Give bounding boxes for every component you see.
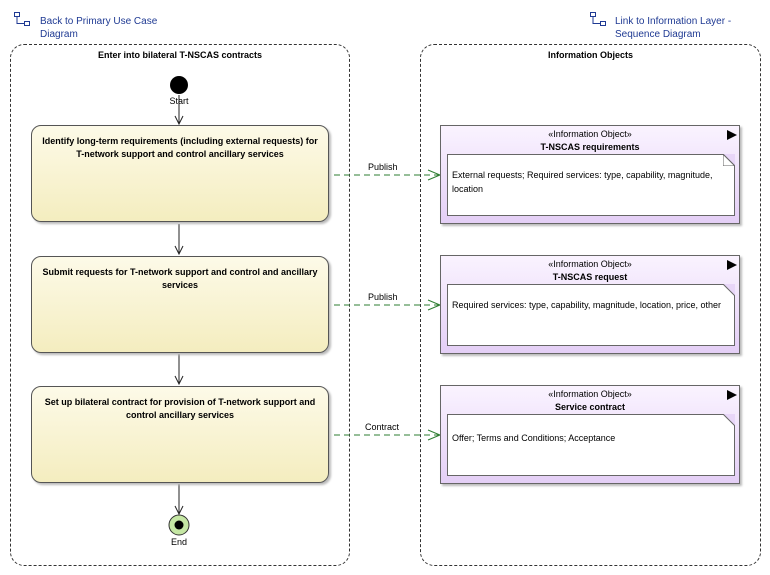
- action-set-up-contract[interactable]: Set up bilateral contract for provision …: [31, 386, 329, 483]
- action-submit-requests[interactable]: Submit requests for T-network support an…: [31, 256, 329, 353]
- start-label: Start: [169, 96, 189, 106]
- end-node[interactable]: [168, 514, 190, 536]
- info-object-note: Required services: type, capability, mag…: [447, 284, 735, 346]
- info-object-note-text: Offer; Terms and Conditions; Acceptance: [452, 433, 616, 443]
- info-object-stereotype: «Information Object»: [548, 389, 632, 399]
- info-object-name: T-NSCAS requirements: [540, 142, 640, 152]
- info-object-stereotype: «Information Object»: [548, 129, 632, 139]
- info-object-note: Offer; Terms and Conditions; Acceptance: [447, 414, 735, 476]
- end-label: End: [170, 537, 187, 547]
- play-triangle-icon: [727, 390, 737, 400]
- info-object-stereotype: «Information Object»: [548, 259, 632, 269]
- info-object-name: Service contract: [554, 402, 626, 412]
- info-object-tnscas-requirements[interactable]: «Information Object» T-NSCAS requirement…: [440, 125, 740, 224]
- info-layer-link-label[interactable]: Link to Information Layer - Sequence Dia…: [615, 16, 732, 40]
- action-identify-requirements[interactable]: Identify long-term requirements (includi…: [31, 125, 329, 222]
- back-link-label[interactable]: Back to Primary Use Case Diagram: [40, 16, 158, 40]
- folded-corner-icon: [723, 284, 735, 296]
- play-triangle-icon: [727, 260, 737, 270]
- info-object-note: External requests; Required services: ty…: [447, 154, 735, 216]
- play-triangle-icon: [727, 130, 737, 140]
- info-object-note-text: Required services: type, capability, mag…: [452, 300, 721, 310]
- information-objects-partition-title: Information Objects: [547, 50, 633, 60]
- diagram-link-icon: [14, 12, 30, 26]
- activity-partition-title: Enter into bilateral T-NSCAS contracts: [97, 50, 263, 60]
- info-object-name: T-NSCAS request: [552, 272, 628, 282]
- action-label: Submit requests for T-network support an…: [42, 267, 318, 290]
- action-label: Set up bilateral contract for provision …: [44, 397, 316, 420]
- action-label: Identify long-term requirements (includi…: [42, 136, 318, 159]
- info-object-service-contract[interactable]: «Information Object» Service contract Of…: [440, 385, 740, 484]
- start-node[interactable]: [169, 75, 189, 95]
- publish-label: Publish: [368, 292, 398, 302]
- information-objects-partition: [420, 44, 761, 566]
- publish-label: Publish: [368, 162, 398, 172]
- contract-label: Contract: [365, 422, 400, 432]
- folded-corner-icon: [723, 154, 735, 166]
- diagram-link-icon: [590, 12, 606, 26]
- folded-corner-icon: [723, 414, 735, 426]
- info-object-tnscas-request[interactable]: «Information Object» T-NSCAS request Req…: [440, 255, 740, 354]
- info-object-note-text: External requests; Required services: ty…: [452, 170, 713, 194]
